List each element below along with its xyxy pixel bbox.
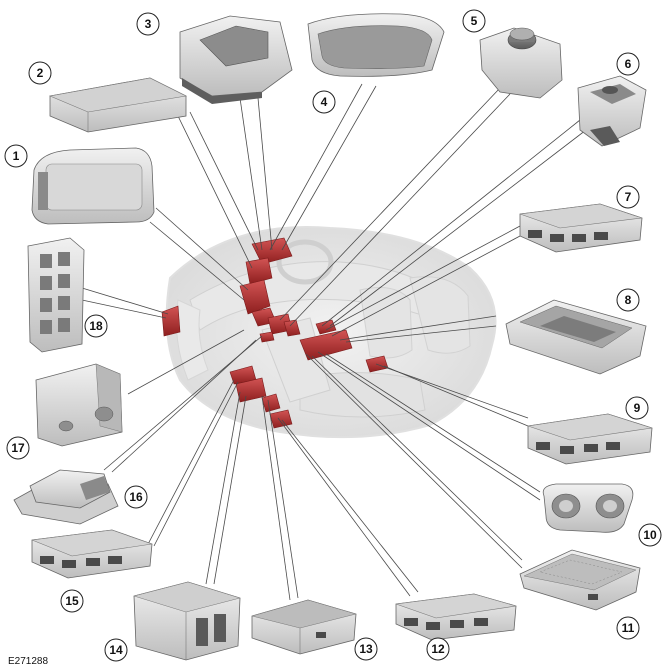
callout-9: 9 [625,396,649,420]
callout-12: 12 [426,637,450,661]
callout-label: 4 [321,95,328,109]
callout-label: 9 [634,401,641,415]
module-location-highlights [161,237,389,429]
callout-label: 7 [625,190,632,204]
module-11-illustration [519,549,641,611]
location-marker [235,377,267,403]
callout-label: 6 [625,57,632,71]
callout-8: 8 [616,288,640,312]
module-10-illustration [542,483,634,533]
module-9-illustration [527,413,653,465]
callout-label: 17 [11,441,25,455]
location-marker [259,331,275,343]
location-marker [269,409,293,429]
callout-label: 5 [471,14,478,28]
location-marker [261,393,281,413]
module-1-illustration [31,147,155,225]
location-marker [299,329,353,361]
callout-2: 2 [28,61,52,85]
module-4-illustration [307,13,445,77]
callouts: 1 2 3 4 5 6 7 8 9 10 11 12 13 14 15 16 1… [4,9,662,662]
module-12-illustration [395,593,517,641]
callout-14: 14 [104,638,128,662]
callout-label: 11 [622,621,635,635]
callout-16: 16 [124,485,148,509]
leader-lines [81,83,587,601]
module-17-illustration [35,363,123,447]
module-7-illustration [519,203,643,253]
location-marker [161,305,181,337]
callout-5: 5 [462,9,486,33]
callout-label: 10 [643,528,657,542]
location-marker [251,237,293,265]
module-15-illustration [31,529,153,579]
module-18-illustration [27,237,85,353]
callout-6: 6 [616,52,640,76]
callout-label: 13 [359,642,373,656]
callout-17: 17 [6,436,30,460]
callout-3: 3 [136,12,160,36]
callout-15: 15 [60,589,84,613]
callout-label: 14 [109,643,123,657]
module-2-illustration [48,77,187,133]
callout-10: 10 [638,523,662,547]
callout-label: 18 [89,319,103,333]
callout-label: 1 [13,149,20,163]
module-5-illustration [479,27,563,99]
callout-4: 4 [312,90,336,114]
figure-reference-code: E271288 [8,656,48,667]
callout-label: 3 [145,17,152,31]
callout-label: 8 [625,293,632,307]
module-13-illustration [251,599,357,655]
callout-1: 1 [4,144,28,168]
location-marker [315,319,337,335]
callout-11: 11 [616,616,640,640]
callout-label: 16 [129,490,143,504]
callout-label: 2 [37,66,44,80]
callout-18: 18 [84,314,108,338]
location-marker [245,257,273,285]
callout-7: 7 [616,185,640,209]
vehicle-interior-illustration [165,226,497,439]
callout-label: 15 [65,594,79,608]
location-marker [283,319,301,337]
location-marker [239,279,271,315]
callout-13: 13 [354,637,378,661]
module-16-illustration [13,469,119,525]
module-8-illustration [505,299,647,375]
module-3-illustration [179,15,293,104]
module-14-illustration [133,581,241,661]
callout-label: 12 [431,642,445,656]
module-6-illustration [577,75,647,147]
